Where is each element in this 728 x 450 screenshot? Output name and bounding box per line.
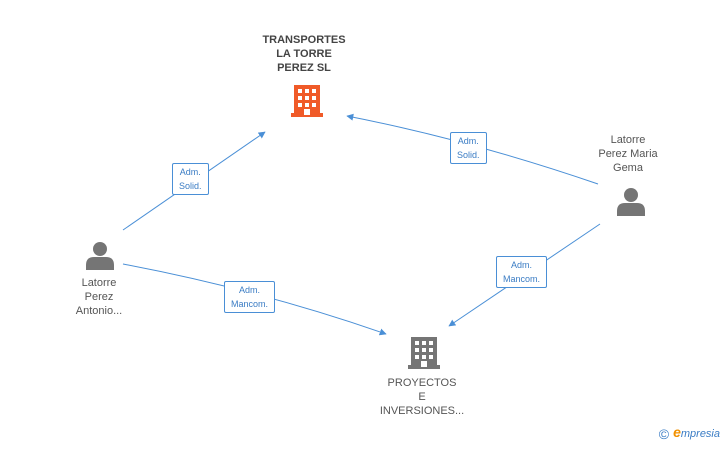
role-badge-line-2: Solid.: [457, 150, 480, 160]
role-badge-line-1: Adm.: [179, 167, 201, 177]
role-badge-right-secondary[interactable]: Adm. Mancom.: [496, 256, 548, 288]
role-badge-line-2: Mancom.: [231, 299, 269, 309]
person-left-label[interactable]: Latorre Perez Antonio...: [76, 276, 122, 318]
role-badge-line-1: Adm.: [457, 136, 479, 146]
person-icon-right[interactable]: [617, 187, 645, 216]
person-left-line-3: Antonio...: [75, 305, 123, 317]
person-left-line-2: Perez: [84, 291, 114, 303]
company-building-icon-secondary[interactable]: [408, 335, 440, 369]
person-icon-left[interactable]: [86, 241, 114, 270]
role-badge-line-2: Mancom.: [503, 274, 541, 284]
company-secondary-line-1: PROYECTOS: [387, 377, 457, 389]
person-left-line-1: Latorre: [81, 277, 117, 289]
copyright-icon: ©: [658, 426, 670, 442]
role-badge-line-2: Solid.: [179, 181, 202, 191]
role-badge-line-1: Adm.: [511, 260, 533, 270]
company-main-label[interactable]: TRANSPORTES LA TORRE PEREZ SL: [262, 33, 345, 75]
brand-logo[interactable]: ©empresia: [659, 424, 720, 442]
company-secondary-line-2: E: [418, 391, 426, 403]
company-main-line-3: PEREZ SL: [277, 62, 331, 74]
person-right-line-2: Perez Maria: [598, 148, 658, 160]
person-right-line-3: Gema: [613, 162, 643, 174]
company-secondary-label[interactable]: PROYECTOS E INVERSIONES...: [380, 376, 464, 418]
company-main-line-1: TRANSPORTES: [262, 34, 346, 46]
role-badge-right-main[interactable]: Adm. Solid.: [450, 132, 487, 164]
role-badge-left-main[interactable]: Adm. Solid.: [172, 163, 209, 195]
company-main-line-2: LA TORRE: [276, 48, 332, 60]
brand-logo-initial: e: [673, 423, 681, 440]
person-right-label[interactable]: Latorre Perez Maria Gema: [598, 133, 657, 175]
person-right-line-1: Latorre: [610, 134, 646, 146]
role-badge-line-1: Adm.: [239, 285, 261, 295]
company-secondary-line-3: INVERSIONES...: [379, 405, 465, 417]
company-building-icon-main[interactable]: [291, 83, 323, 117]
role-badge-left-secondary[interactable]: Adm. Mancom.: [224, 281, 276, 313]
brand-logo-text: mpresia: [680, 427, 720, 440]
